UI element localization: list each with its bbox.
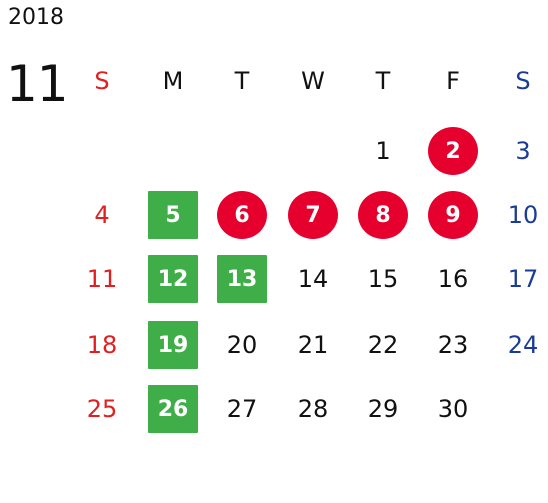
date-cell-red-highlight: 2 (428, 127, 478, 175)
date-cell: 17 (507, 265, 539, 293)
date-cell: 30 (437, 395, 469, 423)
date-cell-green-highlight: 19 (148, 321, 198, 369)
date-cell-red-highlight: 9 (428, 191, 478, 239)
date-cell: 25 (86, 395, 118, 423)
date-cell: 18 (86, 331, 118, 359)
weekday-monday: M (162, 67, 184, 95)
date-cell: 21 (297, 331, 329, 359)
date-cell: 22 (367, 331, 399, 359)
weekday-friday: F (446, 67, 460, 95)
date-cell: 28 (297, 395, 329, 423)
date-cell: 16 (437, 265, 469, 293)
date-cell-red-highlight: 8 (358, 191, 408, 239)
date-cell: 14 (297, 265, 329, 293)
date-cell: 24 (507, 331, 539, 359)
date-cell: 15 (367, 265, 399, 293)
date-cell: 1 (375, 137, 391, 165)
weekday-thursday: T (375, 67, 391, 95)
weekday-wednesday: W (301, 67, 325, 95)
weekday-sunday: S (94, 67, 110, 95)
date-cell-red-highlight: 6 (217, 191, 267, 239)
date-cell-green-highlight: 13 (217, 255, 267, 303)
date-cell: 29 (367, 395, 399, 423)
year-label: 2018 (8, 5, 64, 30)
date-cell-green-highlight: 5 (148, 191, 198, 239)
weekday-saturday: S (515, 67, 531, 95)
date-cell-red-highlight: 7 (288, 191, 338, 239)
date-cell: 3 (515, 137, 531, 165)
date-cell: 23 (437, 331, 469, 359)
date-cell-green-highlight: 26 (148, 385, 198, 433)
date-cell: 27 (226, 395, 258, 423)
date-cell: 10 (507, 201, 539, 229)
date-cell-green-highlight: 12 (148, 255, 198, 303)
weekday-tuesday: T (234, 67, 250, 95)
month-number: 11 (6, 55, 69, 113)
date-cell: 4 (94, 201, 110, 229)
date-cell: 20 (226, 331, 258, 359)
date-cell: 11 (86, 265, 118, 293)
